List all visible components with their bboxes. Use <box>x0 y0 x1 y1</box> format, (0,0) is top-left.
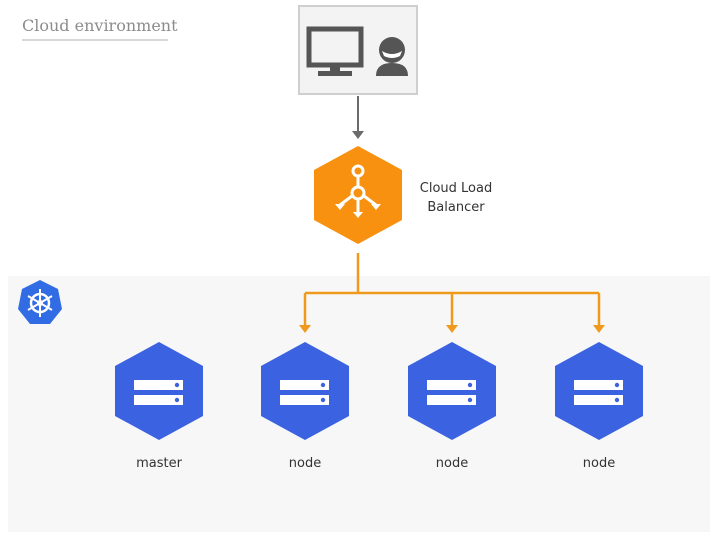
kubernetes-logo-icon <box>18 280 62 324</box>
node-hexagon-master <box>115 342 203 440</box>
load-balancer-label: Cloud Load Balancer <box>418 179 494 217</box>
client-to-lb-arrow <box>352 96 364 139</box>
node-hexagon-1 <box>261 342 349 440</box>
node-hexagon-2 <box>408 342 496 440</box>
lb-connectors <box>303 253 601 326</box>
connector-arrowheads <box>299 325 605 333</box>
node-label-2: node <box>435 456 469 471</box>
load-balancer-hexagon <box>314 146 402 244</box>
monitor-icon <box>306 26 364 76</box>
environment-title-underline <box>22 39 168 41</box>
arrowhead-node-2 <box>446 325 458 333</box>
load-balancer-label-line2: Balancer <box>427 200 485 215</box>
environment-title: Cloud environment <box>22 16 178 35</box>
server-icon <box>280 380 329 405</box>
user-icon <box>376 37 408 76</box>
node-label-3: node <box>582 456 616 471</box>
arrowhead-node-1 <box>299 325 311 333</box>
server-icon <box>134 380 183 405</box>
node-label-master: master <box>136 456 182 471</box>
client-box <box>298 5 418 95</box>
load-balancer-label-line1: Cloud Load <box>419 181 493 196</box>
node-label-1: node <box>288 456 322 471</box>
load-balancer-icon <box>335 164 381 218</box>
arrowhead-node-3 <box>593 325 605 333</box>
node-hexagon-3 <box>555 342 643 440</box>
server-icon <box>574 380 623 405</box>
server-icon <box>427 380 476 405</box>
